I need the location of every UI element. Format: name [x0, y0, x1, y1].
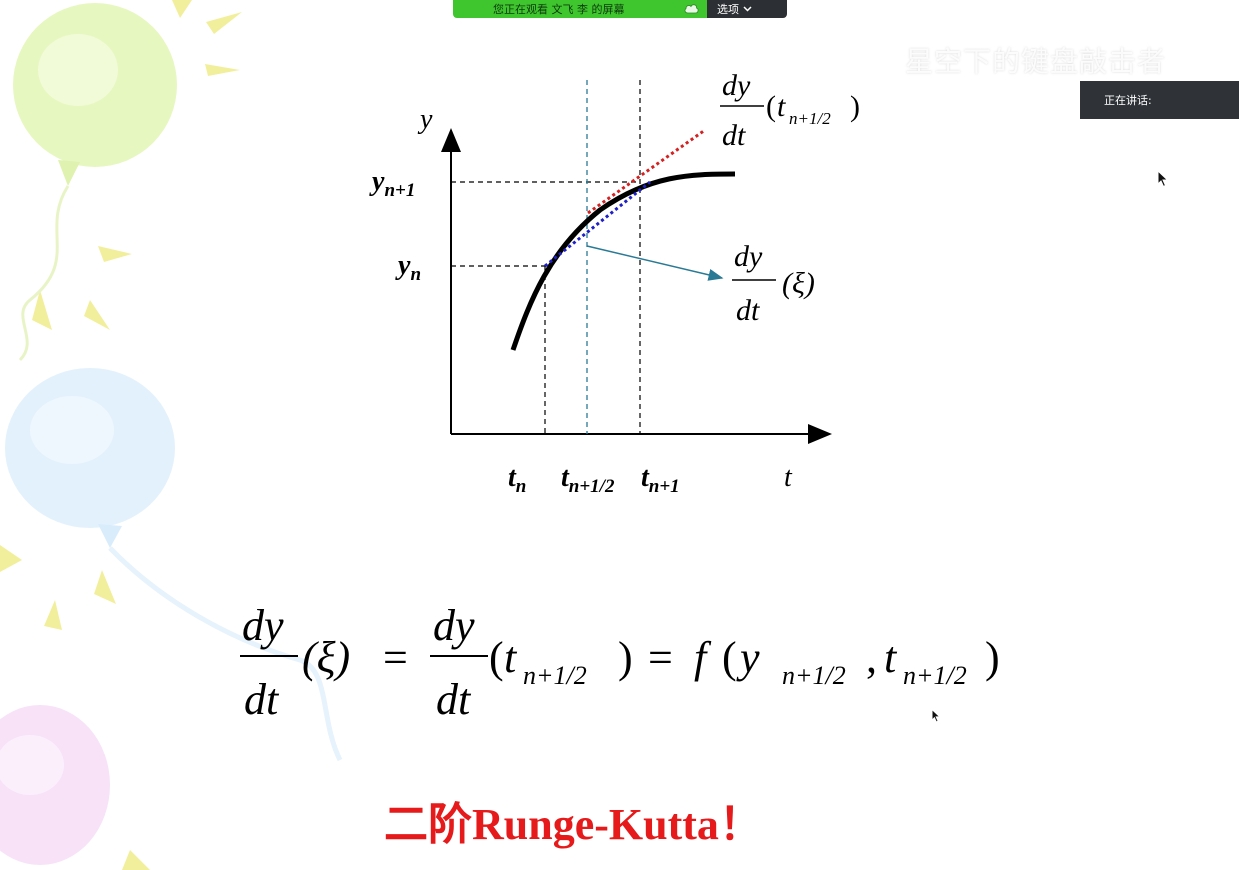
svg-text:dy: dy: [242, 601, 284, 650]
speaking-indicator: 正在讲话:: [1080, 81, 1239, 119]
svg-text:dt: dt: [244, 675, 280, 724]
slide-title: 二阶Runge-Kutta！: [384, 800, 763, 849]
svg-text:n+1/2: n+1/2: [523, 661, 587, 690]
svg-text:(: (: [766, 90, 776, 123]
cloud-icon[interactable]: [684, 3, 699, 14]
svg-text:=: =: [383, 633, 408, 682]
speaking-label: 正在讲话:: [1104, 94, 1152, 107]
secant-blue: [544, 180, 651, 268]
svg-text:(: (: [722, 633, 737, 682]
pink-balloon: [0, 705, 110, 865]
svg-text:,: ,: [866, 633, 877, 682]
svg-text:y: y: [736, 633, 760, 682]
svg-text:dy: dy: [433, 601, 475, 650]
pointer-arrow: [586, 245, 724, 281]
options-label: 选项: [717, 3, 739, 16]
green-balloon: [13, 3, 177, 362]
svg-text:t: t: [504, 633, 518, 682]
top-derivative-label: dy dt ( t n+1/2 ): [720, 69, 860, 152]
t-half-label: tn+1/2: [561, 462, 615, 497]
presenter-cursor-icon: [931, 709, 941, 723]
screen-share-status: 您正在观看 文飞 李 的屏幕: [453, 0, 707, 18]
svg-text:dt: dt: [722, 119, 746, 152]
watermark-text: 星空下的键盘敲击者: [905, 45, 1167, 78]
svg-text:(: (: [489, 633, 504, 682]
svg-text:dt: dt: [736, 294, 760, 327]
solution-curve: [510, 171, 736, 351]
chevron-down-icon: [743, 6, 752, 12]
svg-text:(ξ): (ξ): [782, 267, 815, 300]
svg-text:): ): [618, 633, 633, 682]
sun-rays-decoration: [0, 0, 242, 870]
blue-balloon: [5, 368, 343, 762]
svg-text:dt: dt: [436, 675, 472, 724]
screen-share-bar: 您正在观看 文飞 李 的屏幕 选项: [453, 0, 787, 18]
svg-text:t: t: [777, 90, 786, 123]
t-n1-label: tn+1: [641, 462, 680, 497]
rk2-equation: dy dt (ξ) = dy dt ( t n+1/2 ) = f ( y n+…: [240, 601, 1000, 724]
screen-share-status-text: 您正在观看 文飞 李 的屏幕: [493, 3, 625, 16]
svg-text:=: =: [648, 633, 673, 682]
svg-text:n+1/2: n+1/2: [903, 661, 967, 690]
svg-text:n+1/2: n+1/2: [789, 109, 831, 128]
options-button[interactable]: 选项: [707, 0, 787, 18]
y-n1-label: yn+1: [369, 166, 415, 201]
midpoint-tangent-red: [587, 128, 706, 215]
y-n-label: yn: [395, 250, 421, 285]
svg-text:f: f: [694, 633, 712, 682]
y-axis-label: y: [417, 104, 433, 135]
svg-text:t: t: [884, 633, 898, 682]
svg-text:(ξ): (ξ): [302, 633, 350, 682]
svg-text:dy: dy: [722, 69, 751, 102]
svg-text:n+1/2: n+1/2: [782, 661, 846, 690]
t-axis-label: t: [784, 462, 793, 493]
guide-lines: [451, 80, 641, 434]
mid-derivative-label: dy dt (ξ): [732, 240, 815, 327]
svg-text:): ): [985, 633, 1000, 682]
t-n-label: tn: [508, 462, 526, 497]
svg-text:dy: dy: [734, 240, 763, 273]
mouse-cursor-icon: [1157, 170, 1169, 188]
svg-text:): ): [850, 90, 860, 123]
